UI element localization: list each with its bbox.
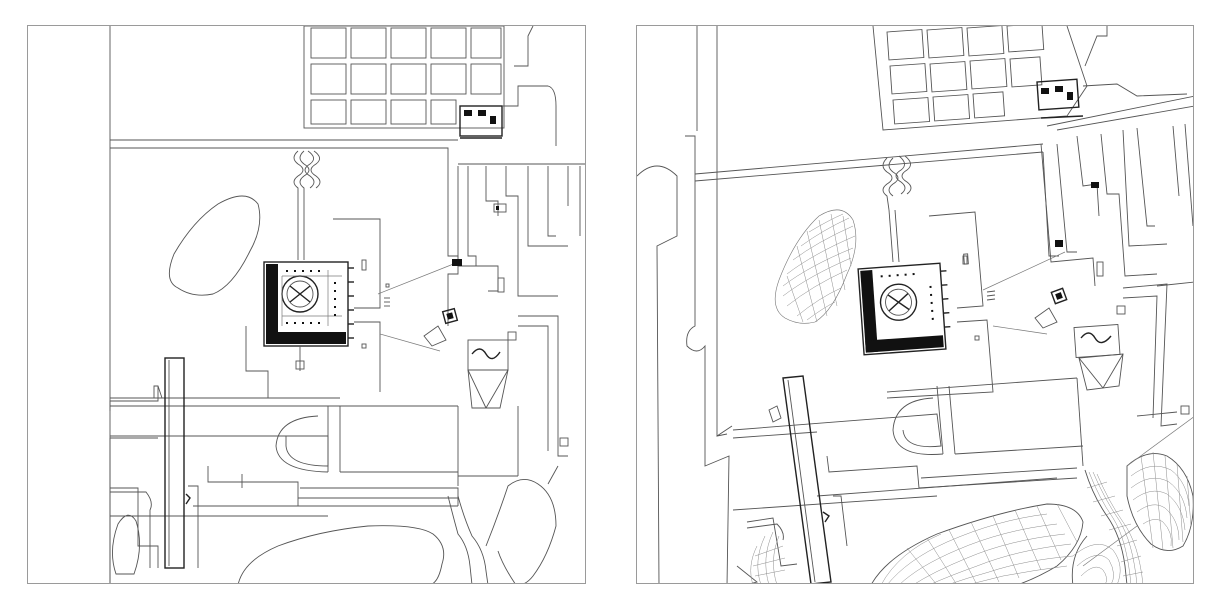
long-slab-building	[110, 357, 199, 569]
left-site-plan-drawing	[109, 26, 585, 583]
left-site-plan-panel	[27, 25, 586, 584]
square-pavilion-rotated	[1034, 287, 1068, 329]
square-pavilion	[423, 307, 459, 347]
east-corridors	[452, 163, 585, 457]
plaza-pavilions-rotated	[886, 211, 1066, 399]
parking-grid	[303, 26, 505, 129]
small-building-north-rotated	[1036, 26, 1188, 119]
pond-southwest-mesh	[750, 531, 786, 583]
central-building	[263, 261, 354, 371]
stream-southeast-mesh	[1071, 469, 1144, 583]
right-terrain-plan-panel	[636, 25, 1194, 584]
lake-south	[238, 525, 445, 583]
long-slab-building-rotated	[736, 375, 848, 583]
serpentine-walkway	[293, 150, 321, 260]
east-corridors-rotated	[1040, 123, 1193, 427]
road-network	[109, 397, 519, 583]
pond-west-mesh	[774, 209, 857, 324]
hill-east-mesh	[1082, 417, 1193, 567]
west-boundary-wall	[637, 26, 733, 583]
parking-grid-rotated	[872, 26, 1088, 131]
small-building-north	[459, 26, 557, 146]
stream-southeast	[447, 465, 559, 583]
campus-enclosure	[109, 147, 459, 411]
site-boundary	[109, 26, 458, 583]
right-terrain-plan-drawing	[637, 26, 1193, 583]
wave-gate	[467, 331, 517, 409]
lake-south-mesh	[871, 503, 1084, 583]
road-network-rotated	[732, 377, 1178, 511]
wave-gate-rotated	[1073, 305, 1126, 391]
serpentine-walkway-rotated	[882, 155, 912, 263]
pond-southwest	[112, 514, 140, 575]
pond-west	[168, 195, 261, 296]
campus-enclosure-rotated	[694, 95, 1193, 437]
plaza-pavilions	[333, 218, 457, 392]
central-building-rotated	[857, 262, 951, 356]
